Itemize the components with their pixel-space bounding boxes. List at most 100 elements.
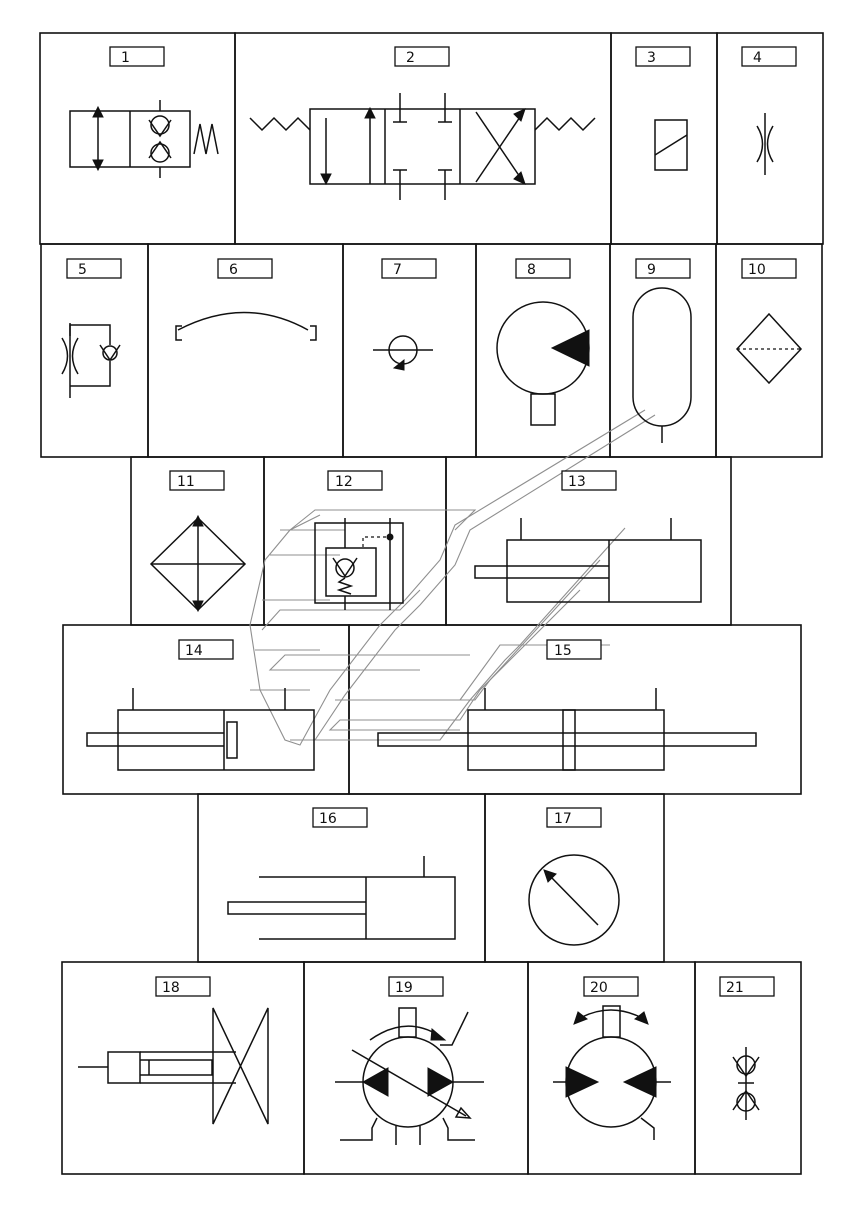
label-17: 17 (546, 807, 602, 828)
label-8: 8 (515, 258, 571, 279)
symbol-9 (632, 287, 692, 443)
number-labels: 1 2 3 4 5 6 7 8 9 10 11 12 13 14 15 16 1… (66, 46, 797, 997)
cylinder-body (117, 709, 315, 771)
label-3: 3 (635, 46, 691, 67)
triangle-icon (565, 1066, 600, 1098)
coupling-ball-icon (736, 1055, 756, 1075)
symbol-11 (149, 514, 247, 613)
label-9: 9 (635, 258, 691, 279)
spring-icon (534, 116, 596, 132)
symbol-4 (756, 113, 774, 175)
arrow-down-icon (192, 600, 204, 613)
spring-icon (193, 123, 219, 155)
hose-icon (177, 311, 309, 331)
arrow-icon (513, 171, 526, 185)
svg-text:1: 1 (121, 50, 130, 66)
svg-text:14: 14 (185, 643, 203, 659)
label-19: 19 (388, 976, 444, 997)
symbol-13 (474, 518, 702, 603)
symbol-20 (553, 1005, 671, 1140)
svg-text:11: 11 (177, 474, 195, 490)
symbol-2 (249, 93, 596, 200)
svg-text:5: 5 (78, 262, 87, 278)
svg-text:15: 15 (554, 643, 572, 659)
label-14: 14 (178, 639, 234, 660)
svg-text:21: 21 (726, 980, 744, 996)
label-10: 10 (741, 258, 797, 279)
label-16: 16 (312, 807, 368, 828)
svg-text:17: 17 (554, 811, 572, 827)
svg-text:4: 4 (753, 50, 762, 66)
symbol-21 (732, 1047, 760, 1120)
label-13: 13 (561, 470, 617, 491)
arrow-down-icon (320, 173, 332, 186)
arrow-down-icon (92, 159, 104, 172)
svg-text:2: 2 (406, 50, 415, 66)
symbol-7 (373, 335, 433, 371)
label-7: 7 (381, 258, 437, 279)
spring-icon (336, 577, 354, 595)
svg-text:18: 18 (162, 980, 180, 996)
symbol-19 (335, 1007, 484, 1145)
arrow-up-icon (92, 105, 104, 118)
label-4: 4 (741, 46, 797, 67)
svg-text:6: 6 (229, 262, 238, 278)
symbol-15 (377, 688, 757, 771)
arrow-icon (392, 358, 405, 371)
label-2: 2 (394, 46, 450, 67)
symbol-14 (86, 688, 315, 771)
cell-21-frame (694, 961, 802, 1175)
svg-text:10: 10 (748, 262, 766, 278)
svg-text:9: 9 (647, 262, 656, 278)
rotation-arrow (579, 1009, 643, 1019)
symbol-18 (78, 1007, 269, 1125)
cell-10-frame (715, 243, 823, 458)
diamond-icon (735, 312, 803, 385)
symbol-5 (61, 323, 121, 398)
triangle-icon (361, 1067, 389, 1097)
triangle-icon (427, 1067, 455, 1097)
label-1: 1 (109, 46, 165, 67)
svg-text:8: 8 (527, 262, 536, 278)
arrow-icon (513, 108, 526, 122)
symbol-1 (69, 100, 219, 178)
svg-text:16: 16 (319, 811, 337, 827)
svg-text:19: 19 (395, 980, 413, 996)
svg-text:20: 20 (590, 980, 608, 996)
label-15: 15 (546, 639, 602, 660)
label-20: 20 (583, 976, 639, 997)
valve-body (314, 522, 404, 604)
label-12: 12 (327, 470, 383, 491)
accumulator-body (632, 287, 692, 427)
svg-text:12: 12 (335, 474, 353, 490)
label-21: 21 (719, 976, 775, 997)
arrow-icon (543, 869, 557, 883)
ball-icon (150, 143, 170, 163)
spring-icon (249, 116, 311, 132)
coupling-ball-icon (736, 1092, 756, 1112)
svg-text:7: 7 (393, 262, 402, 278)
label-11: 11 (169, 470, 225, 491)
arrow-up-icon (364, 106, 376, 119)
arrow-up-icon (192, 514, 204, 527)
symbol-10 (735, 312, 803, 385)
grid (39, 32, 824, 1175)
spring-load-icon (212, 1007, 269, 1125)
symbol-6 (175, 311, 317, 341)
check-ball-icon (335, 558, 355, 578)
throttle-icon (756, 125, 764, 163)
ball-icon (150, 115, 170, 135)
gauge-icon (528, 854, 620, 946)
svg-text:13: 13 (568, 474, 586, 490)
valve-body (309, 108, 536, 185)
throttle-icon (61, 337, 69, 375)
symbol-16 (227, 856, 456, 940)
symbol-8 (496, 301, 590, 426)
symbol-12 (314, 518, 404, 610)
symbol-17 (528, 854, 620, 946)
label-18: 18 (155, 976, 211, 997)
filter-box (654, 119, 688, 171)
triangle-icon (550, 329, 590, 367)
label-5: 5 (66, 258, 122, 279)
